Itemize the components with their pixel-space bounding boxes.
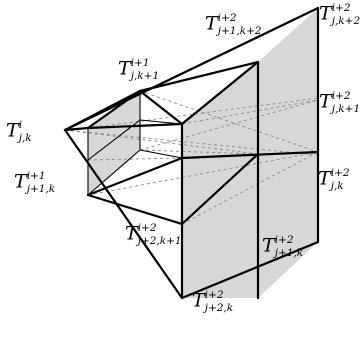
hidden-edges [64, 90, 319, 225]
shaded-right-face-top [258, 8, 318, 154]
shaded-right-face-bottom [258, 152, 318, 298]
shaded-front-face-bottom [182, 154, 258, 298]
shaded-front-face-top [182, 62, 258, 158]
outer-edges [63, 6, 320, 300]
shaded-inner-face [88, 91, 140, 195]
